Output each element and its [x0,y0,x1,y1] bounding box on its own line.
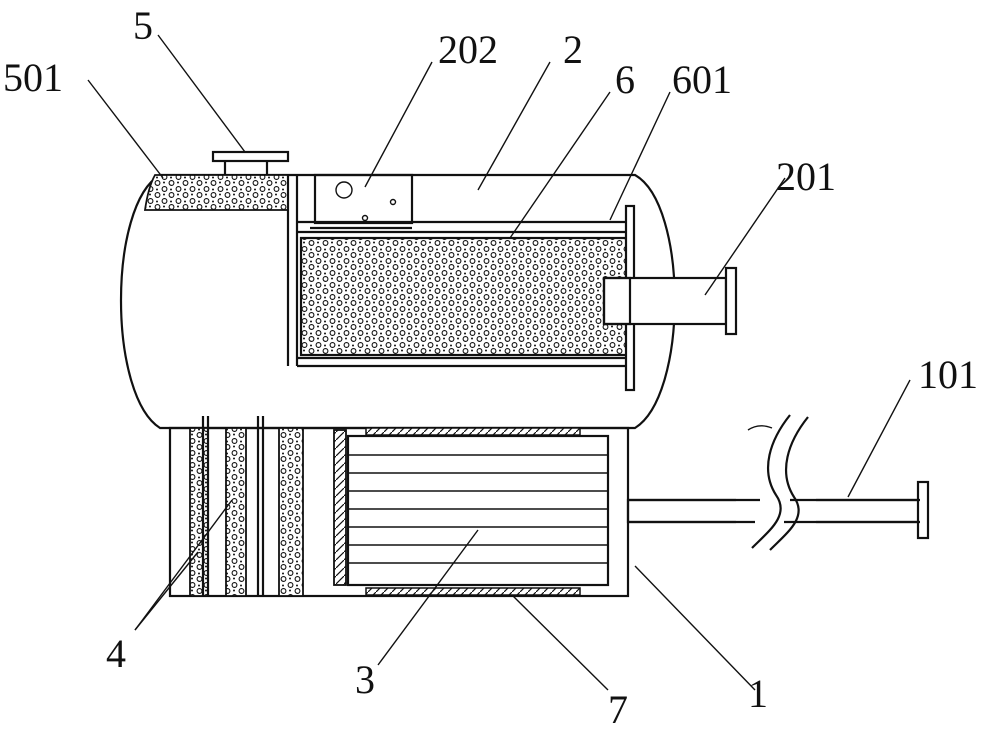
hatched-strip [333,429,347,586]
side-flange-101 [916,480,930,540]
top-inlet-pipe [223,158,269,177]
cartridge-3-lines [348,454,608,564]
label-2: 2 [563,27,583,72]
tank-shell [119,173,676,430]
leader-lines [87,34,911,691]
media-column-1 [189,427,209,597]
label-101: 101 [918,352,978,397]
label-4: 4 [106,631,126,676]
label-601: 601 [672,57,732,102]
cartridge-3 [346,434,610,587]
top-inlet-flange [211,150,290,163]
hatched-pad-top [365,427,581,436]
label-3: 3 [355,657,375,702]
hatched-pad-bottom-7 [365,587,581,596]
outlet-pipe-201 [602,276,728,326]
label-201: 201 [776,154,836,199]
filter-cartridge-6 [299,236,630,357]
label-202: 202 [438,27,498,72]
label-7: 7 [608,687,628,732]
media-column-3 [278,427,304,597]
label-1: 1 [748,671,768,716]
label-5: 5 [133,3,153,48]
media-column-2 [225,427,247,597]
outlet-pipe-inner [602,276,632,326]
outlet-flange-201 [724,266,738,336]
label-6: 6 [615,57,635,102]
label-501: 501 [3,55,63,100]
filter-layer-501 [143,174,289,211]
